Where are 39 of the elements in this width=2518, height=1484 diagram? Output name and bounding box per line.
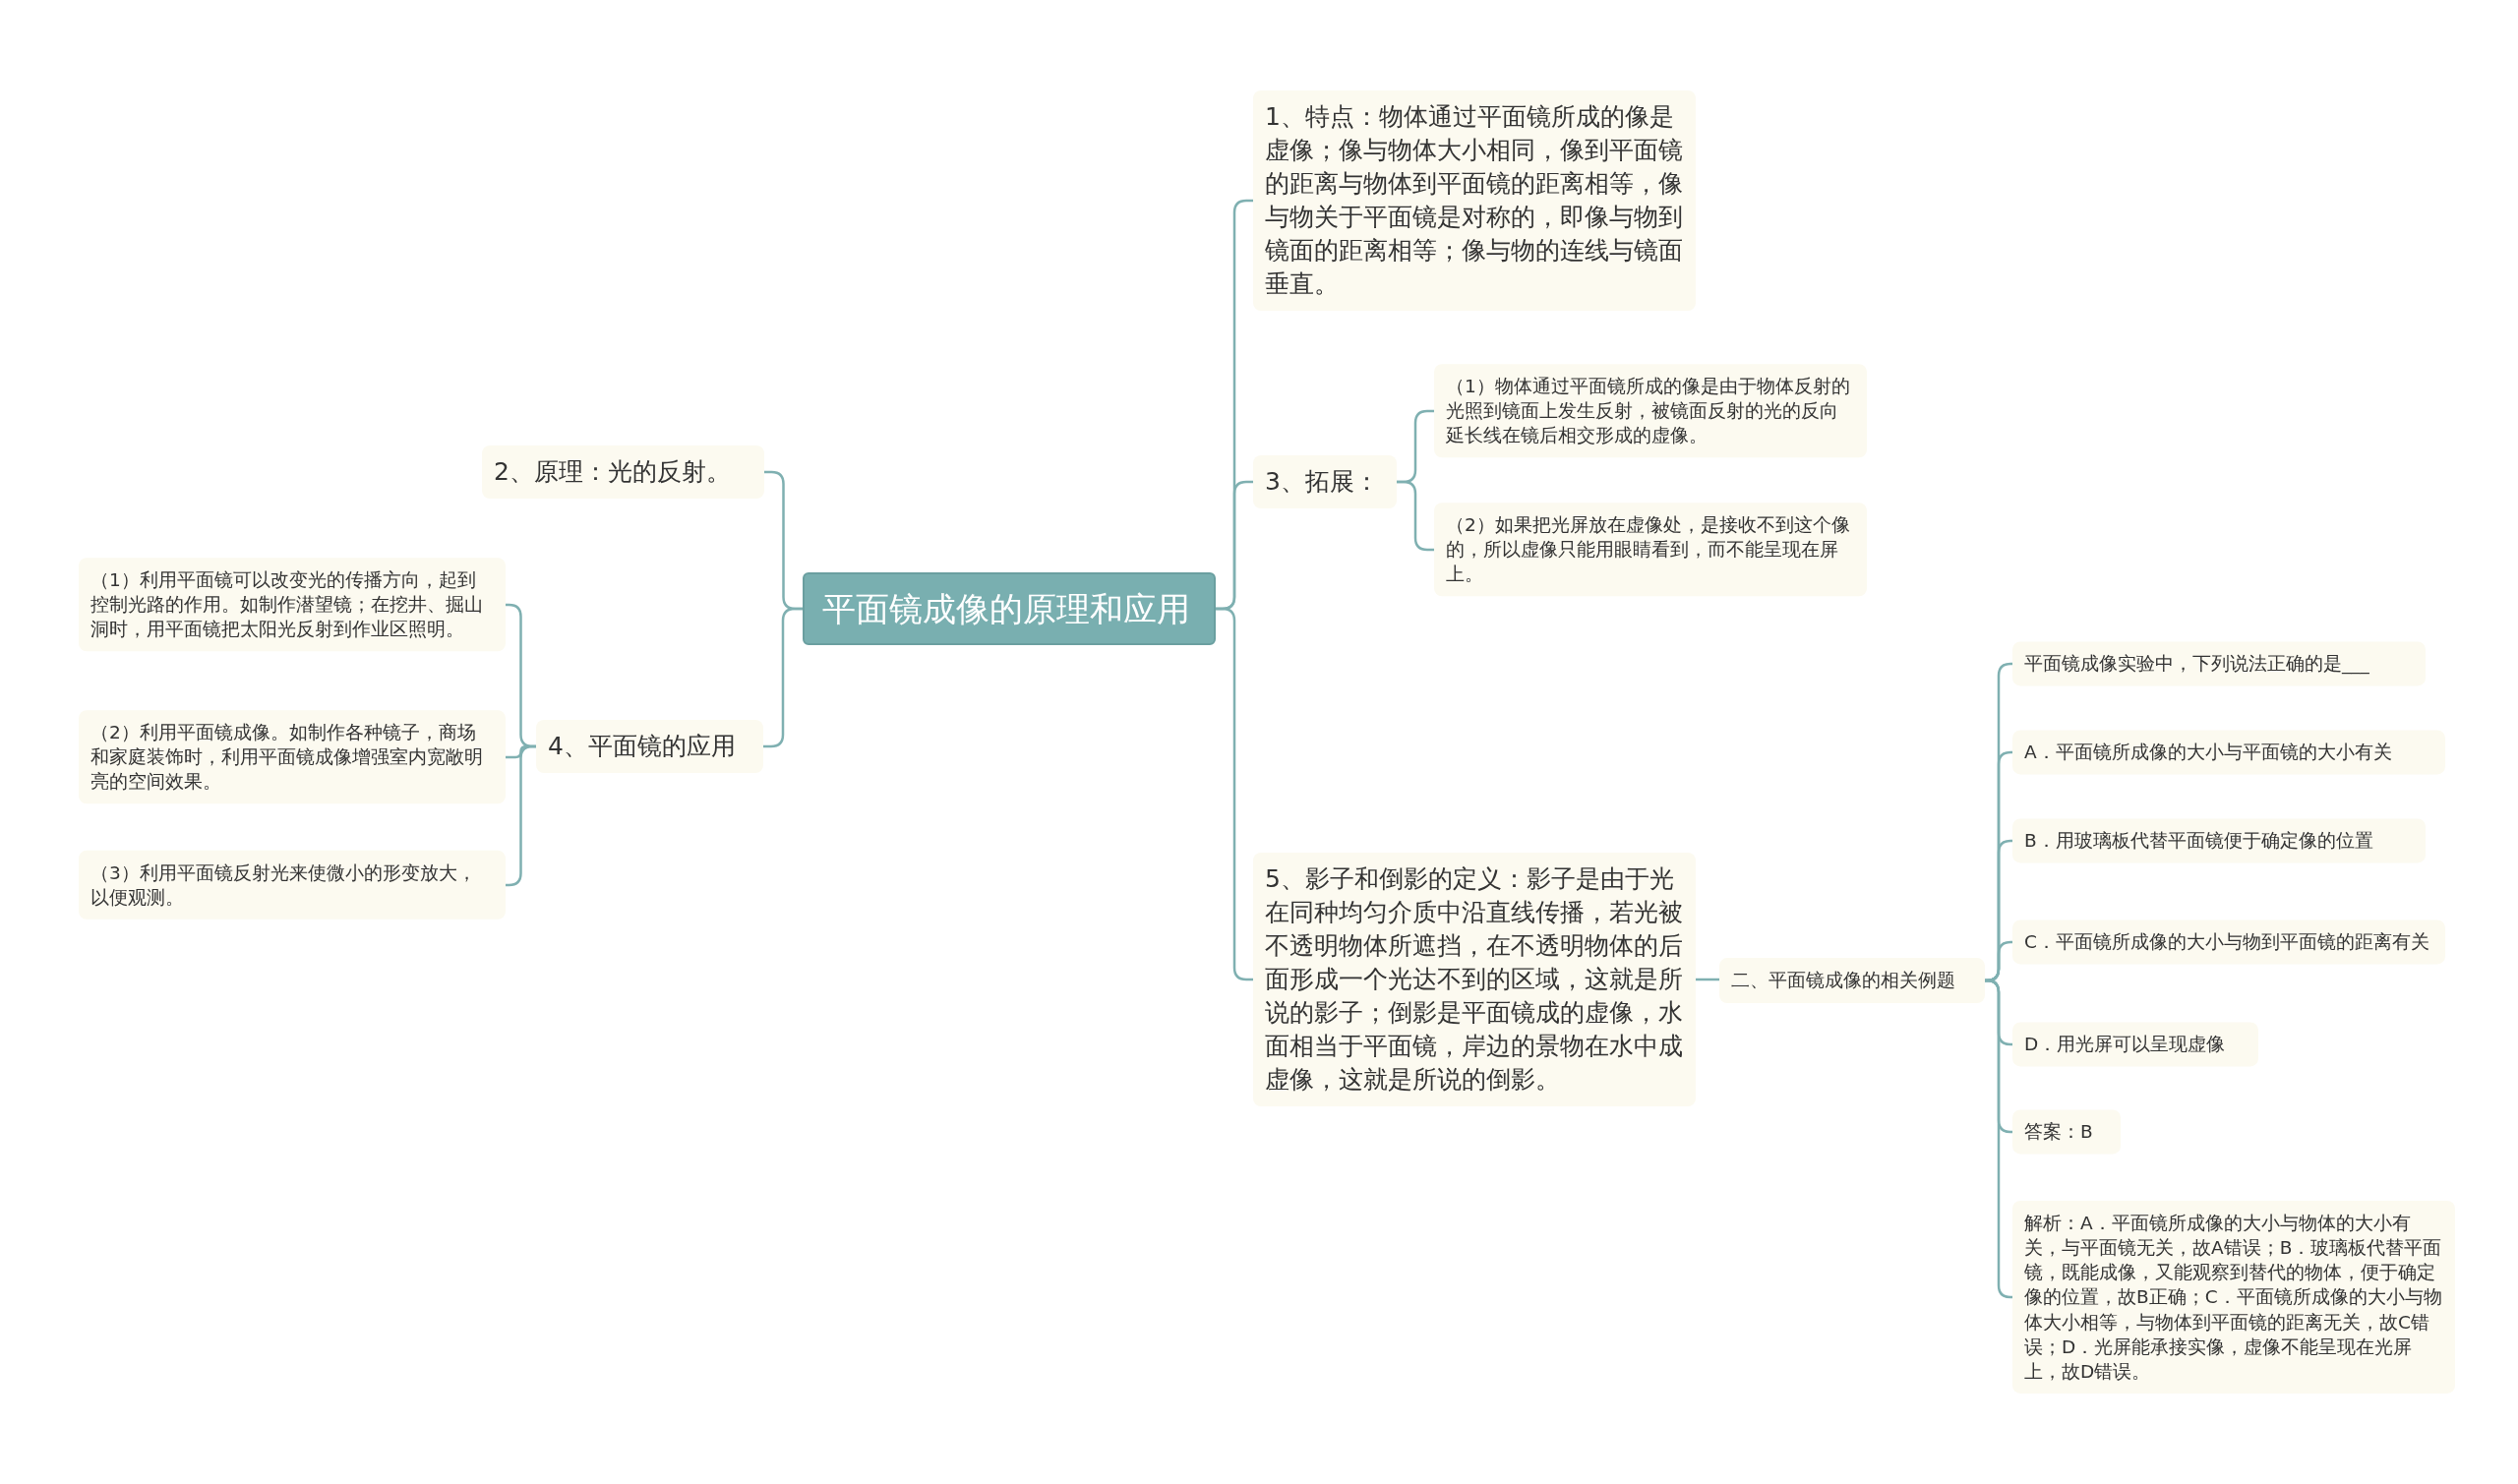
subtopic-box bbox=[2012, 1200, 2455, 1395]
topic-text: 平面镜成像实验中，下列说法正确的是___ bbox=[2024, 652, 2370, 677]
subtopic-box bbox=[2012, 1109, 2121, 1155]
topic-box bbox=[482, 445, 764, 499]
topic-text: 解析：A．平面镜所成像的大小与物体的大小有关，与平面镜无关，故A错误；B．玻璃板代替平面镜，既能成像，又能观察到替代的物体，便于确定像的位置，故B正确；C．平面镜所成像的大小与物体大小相等，与物体到平面镜的距离无关，故C错误；D．光屏能承接实像，虚像不能呈现在光屏上，故D错误。 bbox=[2024, 1211, 2443, 1384]
topic-text: 3、拓展： bbox=[1265, 466, 1380, 498]
subtopic-box bbox=[2012, 818, 2426, 863]
topic-text: （1）利用平面镜可以改变光的传播方向，起到控制光路的作用。如制作潜望镜；在挖井、掘山洞时，用平面镜把太阳光反射到作业区照明。 bbox=[90, 568, 484, 642]
subtopic-box bbox=[2012, 641, 2426, 686]
topic-text: 1、特点：物体通过平面镜所成的像是虚像；像与物体大小相同，像到平面镜的距离与物体到平面镜的距离相等，像与物关于平面镜是对称的，即像与物到镜面的距离相等；像与物的连线与镜面垂直。 bbox=[1265, 101, 1684, 300]
topic-text: 二、平面镜成像的相关例题 bbox=[1731, 968, 1956, 993]
subtopic-box bbox=[1434, 364, 1867, 458]
subtopic-box bbox=[1434, 503, 1867, 597]
topic-text: （2）利用平面镜成像。如制作各种镜子，商场和家庭装饰时，利用平面镜成像增强室内宽敞明亮的空间效果。 bbox=[90, 721, 484, 795]
subtopic-box bbox=[79, 558, 506, 652]
topic-text: C．平面镜所成像的大小与物到平面镜的距离有关 bbox=[2024, 930, 2430, 955]
topic-text: 4、平面镜的应用 bbox=[548, 731, 737, 762]
topic-text: （1）物体通过平面镜所成的像是由于物体反射的光照到镜面上发生反射，被镜面反射的光的反向延长线在镜后相交形成的虚像。 bbox=[1446, 375, 1851, 448]
connector-line bbox=[1696, 978, 1719, 981]
connector-line bbox=[1984, 979, 2013, 1299]
topic-text: （2）如果把光屏放在虚像处，是接收不到这个像的，所以虚像只能用眼睛看到，而不能呈现在屏上。 bbox=[1446, 513, 1851, 587]
topic-text: （3）利用平面镜反射光来使微小的形变放大，以便观测。 bbox=[90, 861, 477, 910]
topic-box bbox=[1719, 958, 1985, 1003]
topic-text: B．用玻璃板代替平面镜便于确定像的位置 bbox=[2024, 829, 2374, 854]
topic-box bbox=[536, 720, 763, 773]
subtopic-box bbox=[2012, 920, 2445, 965]
topic-text: 答案：B bbox=[2024, 1120, 2094, 1145]
topic-text: A．平面镜所成像的大小与平面镜的大小有关 bbox=[2024, 741, 2393, 765]
subtopic-box bbox=[79, 710, 506, 804]
subtopic-box bbox=[2012, 730, 2445, 775]
topic-text: 5、影子和倒影的定义：影子是由于光在同种均匀介质中沿直线传播，若光被不透明物体所遮挡，在不透明物体的后面形成一个光达不到的区域，这就是所说的影子；倒影是平面镜成的虚像，水面相当于平面镜，岸边的景物在水中成虚像，这就是所说的倒影。 bbox=[1265, 863, 1684, 1096]
subtopic-box bbox=[2012, 1022, 2258, 1067]
topic-text: 平面镜成像的原理和应用 bbox=[822, 587, 1191, 630]
topic-text: D．用光屏可以呈现虚像 bbox=[2024, 1033, 2227, 1057]
connector-line bbox=[763, 607, 803, 748]
subtopic-box bbox=[79, 850, 506, 920]
topic-text: 2、原理：光的反射。 bbox=[494, 456, 732, 488]
root-topic-box bbox=[803, 571, 1216, 646]
topic-box bbox=[1253, 455, 1397, 508]
